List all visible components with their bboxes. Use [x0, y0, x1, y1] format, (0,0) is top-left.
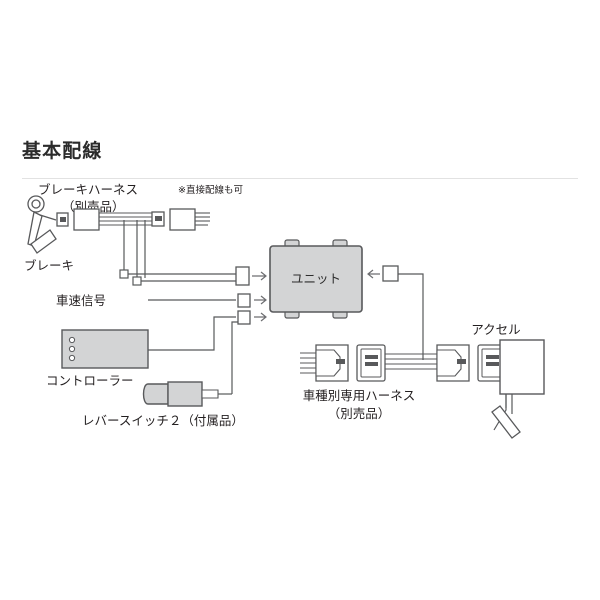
lever-switch-tail	[201, 389, 219, 399]
label-note-direct-wiring: ※直接配線も可	[178, 184, 243, 196]
wire-controller-to-unit	[148, 316, 236, 351]
unit-input-3	[237, 310, 251, 325]
unit-input-connectors	[235, 266, 251, 325]
vehicle-harness-connector-left	[300, 344, 349, 382]
bottom-margin	[0, 468, 600, 600]
vehicle-harness-connector-mid-right	[436, 344, 470, 382]
label-brake-harness: ブレーキハーネス	[38, 182, 138, 197]
controller-led-2	[68, 345, 76, 353]
content-area: 基本配線	[0, 130, 600, 468]
controller-body	[61, 329, 149, 369]
title-divider	[22, 178, 578, 179]
vehicle-harness-connector-right	[477, 344, 507, 382]
harness-block-2	[169, 208, 196, 231]
label-accelerator: アクセル	[471, 323, 520, 337]
label-lever-switch: レバースイッチ２（付属品）	[82, 414, 244, 428]
wiring-diagram: ブレーキハーネス ※直接配線も可 （別売品） ブレーキ	[0, 182, 600, 468]
unit-input-1	[235, 266, 250, 286]
unit-input-arrows	[252, 271, 267, 322]
label-controller: コントローラー	[46, 374, 134, 388]
label-speed-signal: 車速信号	[56, 294, 106, 308]
arrow-input-3	[254, 312, 267, 322]
wire-tap-1	[119, 269, 129, 279]
page-title-wrap: 基本配線	[22, 141, 578, 163]
unit-body	[269, 245, 363, 313]
accelerator-pedal	[491, 339, 545, 439]
unit-right-input	[367, 265, 399, 282]
vehicle-harness-connector-mid-left	[356, 344, 386, 382]
arrow-input-right	[367, 269, 380, 279]
controller-led-1	[68, 336, 76, 344]
arrow-input-1	[252, 271, 267, 281]
unit: ユニット	[269, 239, 363, 319]
unit-input-2	[237, 293, 251, 308]
brake-pad	[30, 229, 57, 254]
label-vehicle-harness-sub: （別売品）	[328, 406, 391, 421]
controller-led-3	[68, 354, 76, 362]
top-margin	[0, 0, 600, 130]
vehicle-harness-ribbon	[385, 353, 437, 370]
lever-switch-grip	[142, 383, 169, 405]
brake-pivot-inner	[31, 199, 41, 209]
label-vehicle-harness: 車種別専用ハーネス	[303, 389, 416, 403]
vehicle-harness	[300, 344, 507, 382]
arrow-input-2	[254, 295, 267, 305]
wire-tap-2	[132, 276, 142, 286]
accelerator-body	[499, 339, 545, 395]
unit-input-4	[382, 265, 399, 282]
unit-label: ユニット	[291, 272, 341, 286]
wire-taps	[119, 269, 142, 286]
wire-unit-to-vehicle-harness	[383, 273, 424, 360]
wire-lever-up	[231, 321, 244, 394]
page-title: 基本配線	[22, 141, 103, 162]
harness-block-1	[73, 208, 100, 231]
brake-harness-assembly	[56, 208, 210, 231]
lever-switch-body	[167, 381, 203, 407]
brake-pedal	[27, 195, 57, 254]
accelerator-pad	[491, 405, 521, 439]
label-brake: ブレーキ	[24, 258, 74, 273]
lever-switch	[142, 381, 219, 407]
wire-lever-to-unit	[224, 317, 236, 394]
brake-link	[39, 214, 57, 221]
controller	[61, 329, 149, 369]
